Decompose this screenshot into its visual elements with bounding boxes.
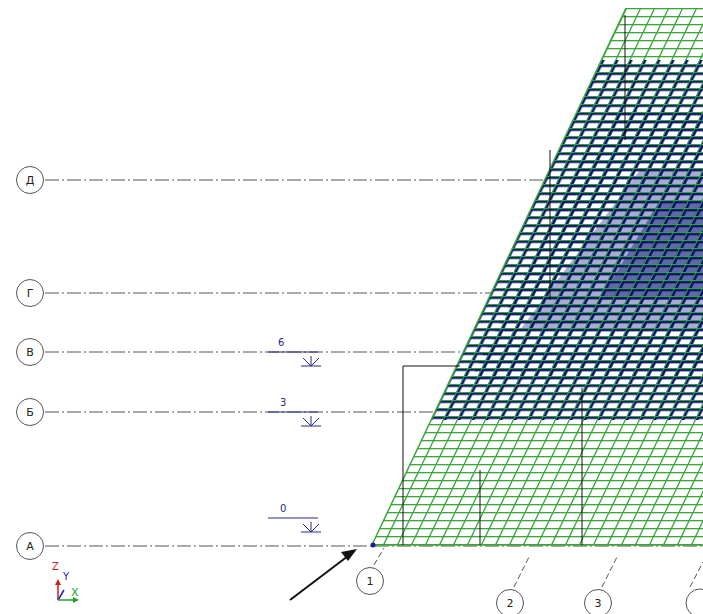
axis-bubble: 2 (496, 589, 524, 614)
axis-bubble: В (16, 338, 44, 366)
axis-bubble: Г (16, 279, 44, 307)
axis-label: Д (26, 175, 35, 186)
axis-label: 1 (367, 576, 374, 587)
axis-triad (55, 579, 79, 603)
axis-name: Z (51, 562, 60, 572)
elevation-value: 6 (277, 338, 285, 348)
axis-name: X (70, 587, 80, 598)
axis-bubble-cut (686, 589, 703, 614)
axis-label: 2 (507, 598, 514, 609)
axis-bubble: А (16, 532, 44, 560)
axis-label: 3 (595, 598, 602, 609)
column-line (403, 15, 625, 545)
axis-bubble: Д (16, 166, 44, 194)
axis-bubble: 3 (584, 589, 612, 614)
origin-dot (371, 543, 376, 548)
axis-label: Г (27, 288, 34, 299)
axis-label: Б (26, 407, 34, 418)
grid-line (374, 548, 703, 587)
axis-name: Y (62, 572, 70, 582)
shell-mesh (300, 0, 703, 560)
axis-label: А (26, 541, 34, 552)
elevation-mark (268, 352, 321, 532)
axis-label: В (26, 347, 34, 358)
axis-bubble: Б (16, 398, 44, 426)
elevation-value: 0 (279, 504, 287, 514)
elevation-value: 3 (279, 398, 287, 408)
axis-bubble: 1 (356, 567, 384, 595)
pointer-arrow (290, 549, 357, 600)
